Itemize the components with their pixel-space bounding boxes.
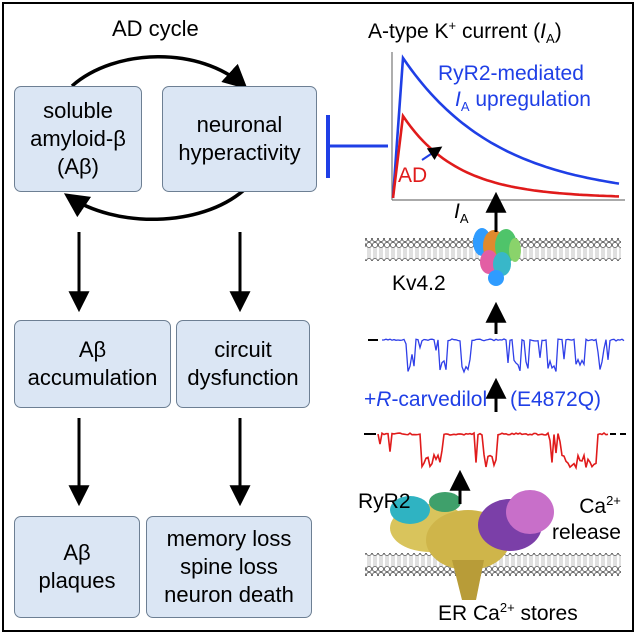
box-accum-line-2: accumulation [27, 365, 158, 390]
ia-label-symbol: I [454, 200, 460, 223]
chart-blue-label-sub: A [460, 99, 470, 115]
box-circuit-line-2: dysfunction [187, 365, 299, 390]
box-soluble-amyloid: soluble amyloid-β (Aβ) [14, 86, 142, 192]
figure-border [2, 2, 634, 632]
chart-blue-label-1: RyR2-mediated [438, 62, 584, 85]
chart-blue-label-symbol: I [455, 88, 461, 111]
ryr2-channel-protein [390, 490, 554, 600]
box-abeta-plaques: Aβ plaques [14, 516, 140, 618]
box-memory-line-3: neuron death [164, 582, 294, 607]
carvedilol-label: +R-carvedilol [364, 388, 487, 412]
carvedilol-r: R [376, 388, 392, 411]
cycle-arrow-top [70, 55, 248, 90]
carvedilol-rest: -carvedilol [391, 388, 488, 411]
ca-release-label: Ca2+ release [552, 488, 621, 546]
er-stores-label: ER Ca2+ stores [438, 600, 578, 626]
box-hyper-line-2: hyperactivity [178, 140, 301, 165]
box-soluble-line-2: amyloid-β [30, 126, 126, 151]
box-memory-loss: memory loss spine loss neuron death [146, 516, 312, 618]
blue-current-trace [391, 54, 620, 199]
ca-release-text: Ca [579, 495, 607, 518]
box-circuit-line-1: circuit [214, 337, 272, 362]
carvedilol-prefix: + [364, 388, 377, 411]
blue-single-channel-trace [382, 338, 625, 374]
er-stores-rest: stores [514, 602, 578, 625]
chart-title-sup: + [448, 18, 457, 33]
ia-label-sub: A [459, 211, 469, 227]
chart-title: A-type K+ current (IA) [368, 18, 562, 46]
box-plaques-line-2: plaques [38, 568, 116, 593]
box-hyper-line-1: neuronal [196, 112, 283, 137]
box-neuronal-hyperactivity: neuronal hyperactivity [162, 86, 317, 192]
cycle-arrow-bottom [63, 188, 246, 222]
chart-title-main: A-type K [368, 20, 449, 43]
box-memory-line-1: memory loss [166, 526, 292, 551]
box-abeta-accumulation: Aβ accumulation [14, 320, 171, 408]
chart-title-sub: A [546, 31, 555, 47]
chart-title-rest: current ( [456, 20, 541, 43]
chart-red-label: AD [398, 164, 428, 187]
chart-blue-label-rest: upregulation [469, 88, 591, 111]
er-stores-text: ER Ca [438, 602, 500, 625]
chart-blue-label-2: IA upregulation [455, 88, 591, 114]
mutant-label: (E4872Q) [510, 388, 602, 411]
ia-label: IA [454, 200, 469, 226]
box-soluble-line-3: (Aβ) [57, 154, 99, 179]
kv42-channel-protein [473, 228, 521, 286]
ca-release-line-2: release [552, 521, 621, 544]
ca-release-sup: 2+ [606, 493, 621, 508]
box-circuit-dysfunction: circuit dysfunction [176, 320, 310, 408]
kv42-label: Kv4.2 [392, 272, 446, 295]
chart-title-close: ) [554, 20, 562, 43]
box-plaques-line-1: Aβ [63, 540, 91, 565]
chart-title-symbol: I [540, 20, 547, 43]
ryr2-label: RyR2 [358, 490, 411, 513]
red-single-channel-trace [377, 431, 609, 471]
box-memory-line-2: spine loss [180, 554, 278, 579]
box-soluble-line-1: soluble [43, 98, 113, 123]
ad-cycle-title: AD cycle [112, 16, 199, 41]
er-membrane [365, 553, 621, 576]
er-stores-sup: 2+ [499, 600, 515, 615]
box-accum-line-1: Aβ [78, 337, 107, 362]
upregulation-arrow [421, 146, 443, 161]
